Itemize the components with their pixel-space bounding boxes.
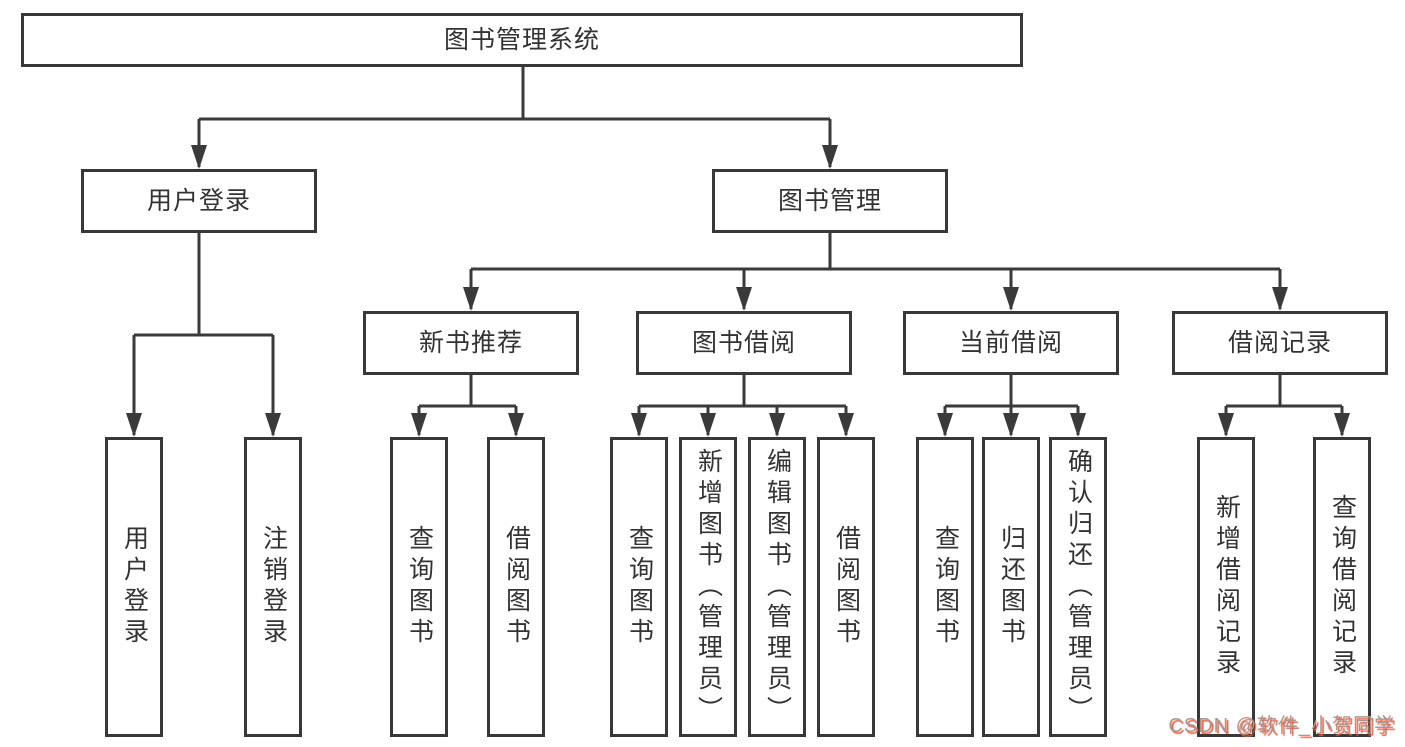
leaf-cb-return-book: 归还图书 bbox=[982, 437, 1040, 737]
leaf-cb-confirm-return-admin: 确认归还（管理员） bbox=[1049, 437, 1107, 737]
node-root: 图书管理系统 bbox=[21, 13, 1023, 67]
leaf-nbr-borrow-book: 借阅图书 bbox=[487, 437, 545, 737]
leaf-logout: 注销登录 bbox=[244, 437, 302, 737]
node-user-login: 用户登录 bbox=[81, 169, 317, 233]
node-book-borrow: 图书借阅 bbox=[636, 311, 852, 375]
node-current-borrow: 当前借阅 bbox=[903, 311, 1119, 375]
leaf-br-add-record: 新增借阅记录 bbox=[1197, 437, 1255, 737]
leaf-nbr-query-book: 查询图书 bbox=[390, 437, 448, 737]
leaf-cb-query-book: 查询图书 bbox=[916, 437, 974, 737]
node-borrow-records: 借阅记录 bbox=[1172, 311, 1388, 375]
leaf-bb-borrow-book: 借阅图书 bbox=[817, 437, 875, 737]
leaf-bb-query-book: 查询图书 bbox=[610, 437, 668, 737]
leaf-user-login: 用户登录 bbox=[105, 437, 163, 737]
leaf-br-query-record: 查询借阅记录 bbox=[1313, 437, 1371, 737]
node-new-book-recommend: 新书推荐 bbox=[363, 311, 579, 375]
arrowheads bbox=[126, 145, 1350, 437]
leaf-bb-edit-book-admin: 编辑图书（管理员） bbox=[748, 437, 806, 737]
csdn-watermark: CSDN @软件_小贺同学 bbox=[1168, 715, 1395, 737]
leaf-bb-add-book-admin: 新增图书（管理员） bbox=[679, 437, 737, 737]
node-book-management: 图书管理 bbox=[712, 169, 948, 233]
